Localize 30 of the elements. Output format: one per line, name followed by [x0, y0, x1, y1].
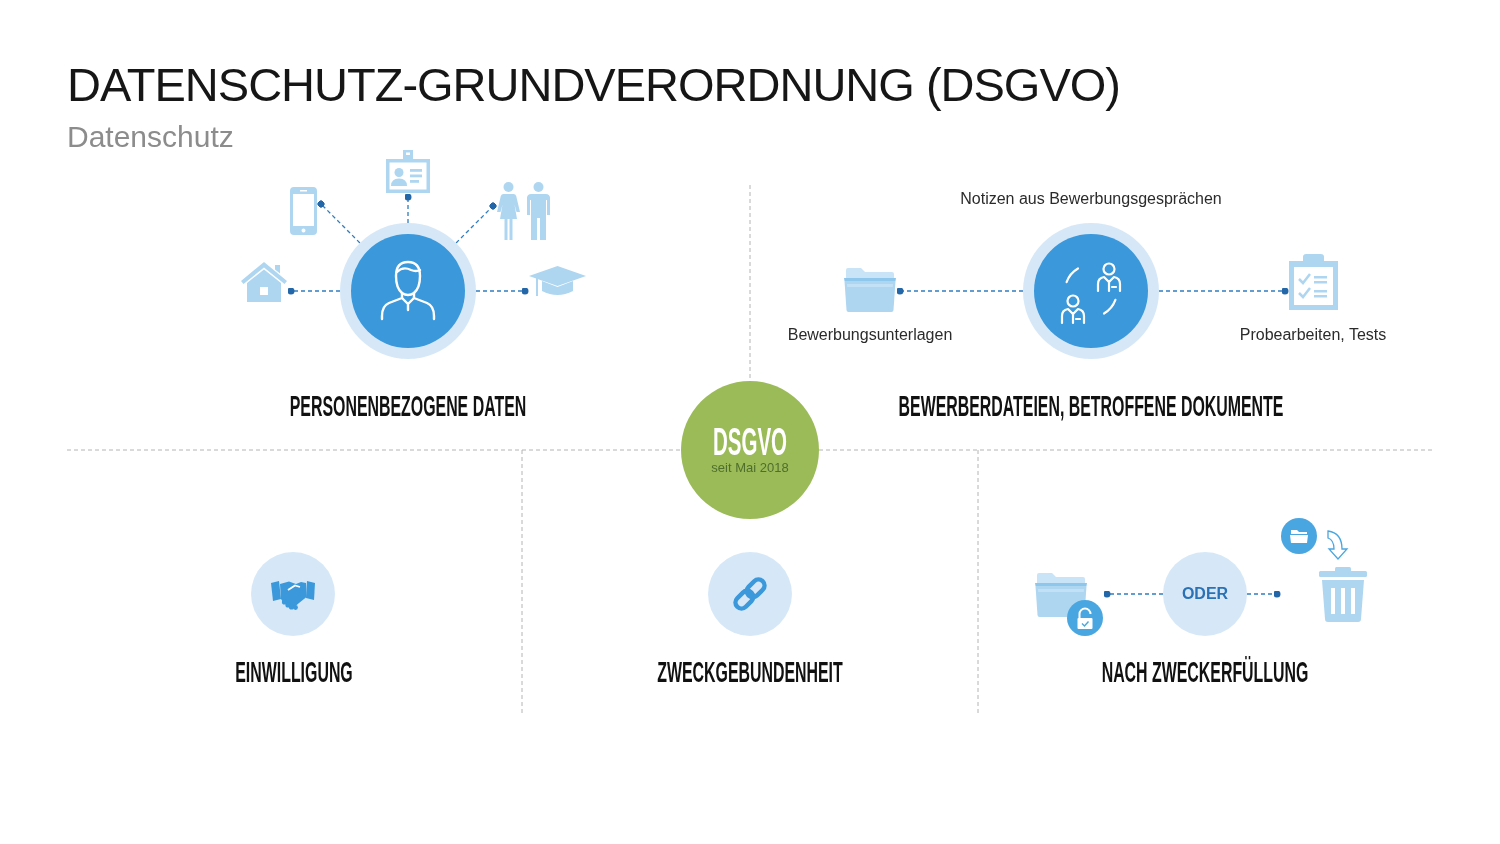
circle-subtitle: seit Mai 2018 [711, 461, 789, 474]
page-subtitle: Datenschutz [67, 122, 234, 152]
node-caption: Probearbeiten, Tests [1239, 327, 1387, 343]
section-heading: NACH ZWECKERFÜLLUNG [1101, 657, 1309, 687]
section-heading: EINWILLIGUNG [235, 657, 353, 687]
node-caption: Notizen aus Bewerbungsgesprächen [960, 191, 1222, 207]
locked-folder-icon [1035, 573, 1103, 636]
dotted-connector [1158, 287, 1289, 295]
section-heading: PERSONENBEZOGENE DATEN [289, 391, 527, 421]
circle-label: ODER [1181, 586, 1229, 602]
section-heading: ZWECKGEBUNDENHEIT [657, 657, 843, 687]
id-card-icon [386, 150, 430, 193]
checklist-clipboard-icon [1289, 254, 1338, 310]
dotted-connector [475, 287, 529, 295]
man-woman-icon [497, 182, 550, 240]
dotted-connector [896, 287, 1024, 295]
dotted-connector [1103, 590, 1164, 598]
circle-title: DSGVO [712, 423, 788, 461]
section-heading: BEWERBERDATEIEN, BETROFFENE DOKUMENTE [898, 391, 1284, 421]
phone-icon [290, 187, 317, 235]
graduation-cap-icon [529, 266, 586, 298]
node-caption: Bewerbungsunterlagen [787, 327, 953, 343]
folder-icon [844, 268, 896, 312]
dotted-connector [1246, 590, 1281, 598]
dotted-connector [317, 200, 361, 244]
dotted-connector [287, 287, 341, 295]
trash-bin-icon [1281, 518, 1367, 622]
house-icon [241, 262, 287, 302]
dotted-connector [404, 193, 412, 224]
dotted-connector [455, 202, 497, 244]
